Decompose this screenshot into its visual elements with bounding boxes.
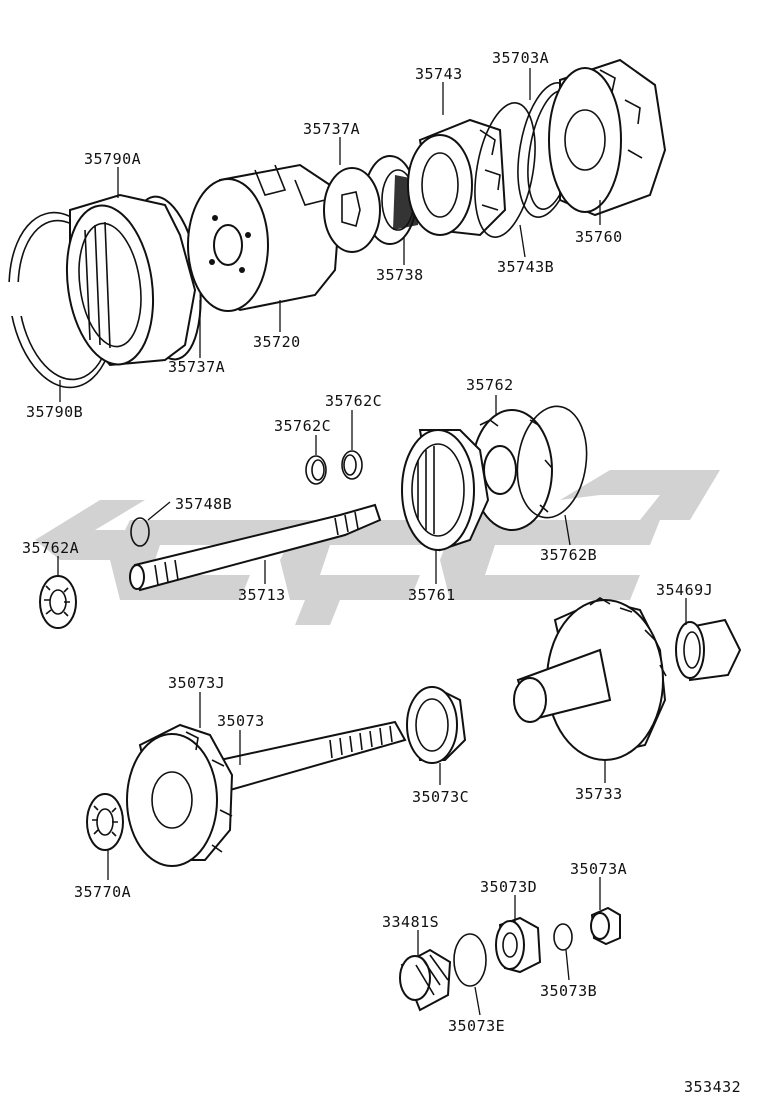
part-label-35720: 35720 <box>253 333 301 351</box>
plate-35737A-top <box>323 167 381 253</box>
part-label-35760: 35760 <box>575 228 623 246</box>
clutch-drum-35760 <box>548 58 667 217</box>
bearing-35770A <box>86 793 124 851</box>
snap-ring-35743B <box>474 102 536 238</box>
part-label-35073B: 35073B <box>540 982 597 1000</box>
part-label-35743B: 35743B <box>497 258 554 276</box>
snap-ring-35073E <box>453 933 487 987</box>
part-label-35073J: 35073J <box>168 674 225 692</box>
snap-ring-35748B <box>130 517 150 547</box>
bearing-35073C <box>406 686 467 764</box>
part-label-35733: 35733 <box>575 785 623 803</box>
part-label-35762A: 35762A <box>22 539 79 557</box>
part-label-35762C-right: 35762C <box>325 392 382 410</box>
part-label-35073A: 35073A <box>570 860 627 878</box>
part-label-35737A-top: 35737A <box>303 120 360 138</box>
part-label-35469J: 35469J <box>656 581 713 599</box>
part-label-35762C-left: 35762C <box>274 417 331 435</box>
part-label-35073E: 35073E <box>448 1017 505 1035</box>
output-shaft-35073 <box>218 720 407 792</box>
part-label-35770A: 35770A <box>74 883 131 901</box>
part-label-35748B: 35748B <box>175 495 232 513</box>
part-label-35073C: 35073C <box>412 788 469 806</box>
disc-35073B <box>553 923 573 951</box>
clutch-race-35790A <box>65 193 202 367</box>
snap-ring-35762C-left <box>305 455 327 485</box>
bushing-35469J <box>675 618 742 682</box>
part-label-35073: 35073 <box>217 712 265 730</box>
snap-ring-35762C-right <box>341 450 363 480</box>
part-label-35073D: 35073D <box>480 878 537 896</box>
part-label-35762B: 35762B <box>540 546 597 564</box>
part-label-35737A-bottom: 35737A <box>168 358 225 376</box>
part-label-35713: 35713 <box>238 586 286 604</box>
part-label-35790B: 35790B <box>26 403 83 421</box>
part-label-33481S: 33481S <box>382 913 439 931</box>
plug-35073A <box>590 906 621 946</box>
drum-35720 <box>187 163 340 312</box>
bearing-35073D <box>495 916 542 974</box>
bearing-35762A <box>39 575 77 629</box>
part-label-35738: 35738 <box>376 266 424 284</box>
flange-35073J <box>126 723 234 867</box>
shaft-35713 <box>129 503 382 592</box>
part-label-35761: 35761 <box>408 586 456 604</box>
part-label-35790A: 35790A <box>84 150 141 168</box>
clutch-hub-35743 <box>407 118 507 237</box>
leader-lines <box>57 68 687 1016</box>
part-label-35743: 35743 <box>415 65 463 83</box>
snap-ring-35762B <box>516 405 588 519</box>
gear-33481S <box>399 948 452 1012</box>
sun-gear-35762 <box>471 409 553 531</box>
part-label-35762: 35762 <box>466 376 514 394</box>
gear-35733 <box>513 597 667 761</box>
part-label-35703A: 35703A <box>492 49 549 67</box>
ring-gear-35761 <box>401 429 490 552</box>
diagram-reference-code: 353432 <box>684 1078 741 1096</box>
